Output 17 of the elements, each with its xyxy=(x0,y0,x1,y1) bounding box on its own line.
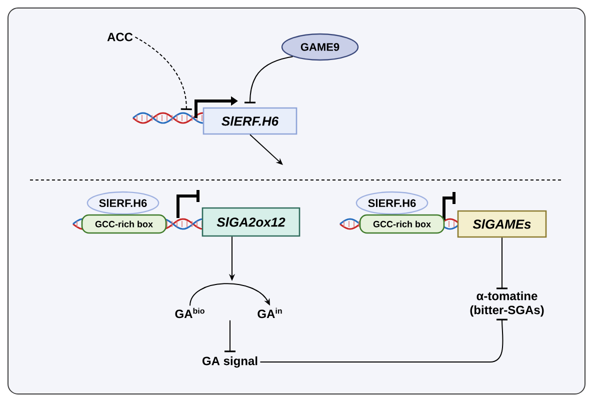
gene-box: SlGAMEs xyxy=(457,210,547,238)
label-text: α-tomatine (bitter-SGAs) xyxy=(470,291,544,317)
motif-box: GCC-rich box xyxy=(359,214,445,234)
inhibition-line xyxy=(244,56,294,104)
label-text: GA$^{in}$ xyxy=(258,308,282,318)
arrow xyxy=(250,134,283,165)
inhibition-line xyxy=(260,318,508,362)
label-text: GA$^{bio}$ xyxy=(175,308,204,318)
label-text: ACC xyxy=(107,32,133,42)
inhibition-line xyxy=(224,320,236,352)
gene-box: SlERF.H6 xyxy=(202,107,298,135)
arrow xyxy=(190,283,270,306)
gene-box: SlGA2ox12 xyxy=(202,207,300,237)
inhibition-line xyxy=(496,237,508,290)
inhibition-line xyxy=(134,36,192,110)
label-text: GA signal xyxy=(202,356,258,368)
motif-box: GCC-rich box xyxy=(81,214,167,234)
